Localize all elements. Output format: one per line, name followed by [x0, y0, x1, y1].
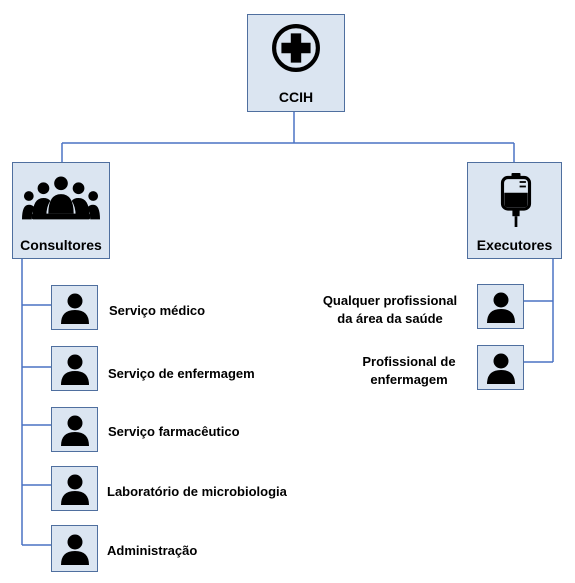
medical-cross-icon: [272, 24, 320, 72]
exec-member-label-1-line1: Qualquer profissional: [322, 293, 458, 308]
person-icon: [61, 293, 89, 324]
exec-member-label-1-line2: da área da saúde: [337, 311, 443, 326]
group-meeting-icon: [22, 176, 100, 220]
exec-member-label-2-line2: enfermagem: [370, 372, 448, 387]
executores-box: Executores: [467, 162, 562, 259]
member-box-5: [51, 525, 98, 572]
root-label: CCIH: [278, 89, 314, 105]
consultores-box: Consultores: [12, 162, 110, 259]
iv-bag-icon: [500, 173, 532, 227]
person-icon: [61, 474, 89, 505]
member-label-5: Administração: [107, 543, 198, 558]
exec-member-label-1: Qualquer profissional da área da saúde: [310, 292, 470, 328]
member-box-2: [51, 346, 98, 391]
exec-member-box-1: [477, 284, 524, 329]
member-label-1: Serviço médico: [109, 303, 206, 318]
executores-label: Executores: [476, 237, 553, 253]
member-box-4: [51, 466, 98, 511]
person-icon: [487, 353, 515, 384]
person-icon: [61, 354, 89, 385]
consultores-label: Consultores: [20, 237, 102, 253]
member-label-4: Laboratório de microbiologia: [107, 484, 287, 499]
exec-member-label-2-line1: Profissional de: [362, 354, 456, 369]
member-box-1: [51, 285, 98, 330]
root-box: CCIH: [247, 14, 345, 112]
person-icon: [61, 534, 89, 565]
member-box-3: [51, 407, 98, 452]
member-label-3: Serviço farmacêutico: [108, 424, 240, 439]
member-label-2: Serviço de enfermagem: [108, 366, 255, 381]
exec-member-label-2: Profissional de enfermagem: [350, 353, 468, 389]
exec-member-box-2: [477, 345, 524, 390]
person-icon: [487, 292, 515, 323]
person-icon: [61, 415, 89, 446]
